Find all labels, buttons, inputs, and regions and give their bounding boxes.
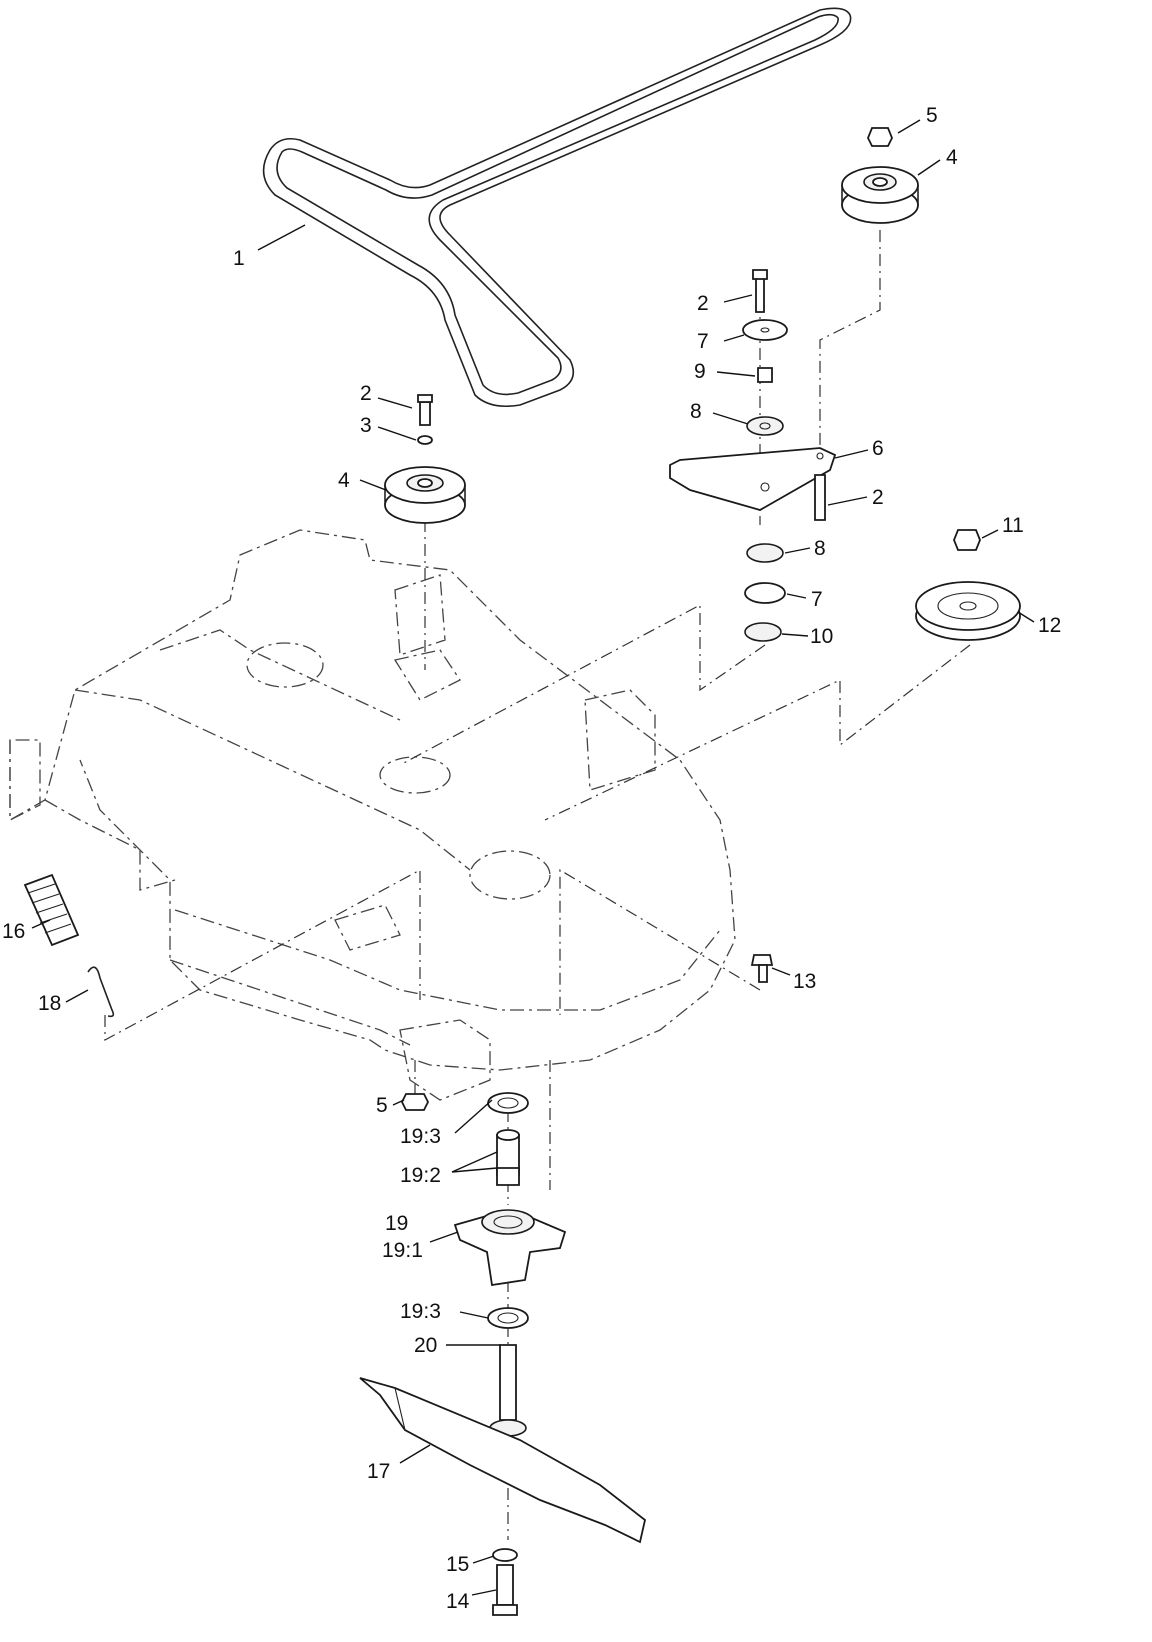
idler-pulley-upper-right [841, 166, 919, 224]
bolt-right-top [752, 269, 768, 313]
idler-pulley-left [384, 466, 466, 524]
callout-11: 11 [1002, 514, 1024, 537]
flange-bolt-13 [750, 954, 774, 983]
callout-2b: 2 [360, 382, 372, 405]
locknut-upper [867, 127, 893, 147]
callout-7a: 7 [697, 330, 709, 353]
bearing-19-3-lower [487, 1307, 529, 1329]
callout-20: 20 [414, 1334, 437, 1357]
callout-16: 16 [2, 920, 25, 943]
s-hook-18 [87, 966, 115, 1018]
callout-8a: 8 [690, 400, 702, 423]
spindle-housing-19-1 [453, 1209, 567, 1287]
idler-arm-6 [669, 447, 837, 511]
drive-belt [262, 7, 852, 408]
callout-19: 19 [385, 1212, 408, 1235]
mower-deck-housing [9, 529, 736, 1101]
callout-10: 10 [810, 625, 833, 648]
callout-4a: 4 [946, 146, 958, 169]
washer-7-lower [744, 582, 786, 604]
callout-9: 9 [694, 360, 706, 383]
leader-lines [31, 119, 1035, 1596]
callout-15: 15 [446, 1553, 469, 1576]
bolt-right-arm [814, 474, 826, 521]
callout-6: 6 [872, 437, 884, 460]
callout-2a: 2 [697, 292, 709, 315]
spacer-9 [757, 367, 773, 383]
blade-bolt-14 [492, 1564, 518, 1616]
callout-8b: 8 [814, 537, 826, 560]
callout-12: 12 [1038, 614, 1061, 637]
callout-labels: 1 2 2 2 3 4 4 5 5 6 7 7 8 8 9 10 11 12 1… [2, 104, 1061, 1613]
callout-17: 17 [367, 1460, 390, 1483]
callout-19-1: 19:1 [382, 1239, 423, 1262]
callout-2c: 2 [872, 486, 884, 509]
callout-19-3-lower: 19:3 [400, 1300, 441, 1323]
washer-7-upper [742, 319, 788, 341]
callout-1: 1 [233, 247, 245, 270]
washer-8-upper [746, 416, 784, 436]
callout-5a: 5 [926, 104, 938, 127]
spindle-shaft-20 [489, 1344, 527, 1437]
locknut-lower [400, 1093, 430, 1111]
callout-18: 18 [38, 992, 61, 1015]
callout-14: 14 [446, 1590, 470, 1613]
callout-19-3-upper: 19:3 [400, 1125, 441, 1148]
washer-8-lower [746, 543, 784, 563]
bearing-19-3-upper [487, 1092, 529, 1114]
pulley-12 [915, 581, 1021, 641]
callout-3: 3 [360, 414, 372, 437]
callout-4b: 4 [338, 469, 350, 492]
bolt-left [417, 394, 433, 426]
spacer-10 [744, 622, 782, 642]
spacer-19-2-lower [496, 1167, 520, 1186]
washer-3 [417, 435, 433, 445]
callout-7b: 7 [811, 588, 823, 611]
callout-5b: 5 [376, 1094, 388, 1117]
extension-spring-16 [23, 873, 80, 947]
washer-15 [492, 1548, 518, 1562]
assembly-centerlines [104, 230, 971, 1540]
mower-blade-17 [359, 1377, 647, 1544]
callout-19-2: 19:2 [400, 1164, 441, 1187]
callout-13: 13 [793, 970, 816, 993]
nut-11 [953, 529, 981, 551]
